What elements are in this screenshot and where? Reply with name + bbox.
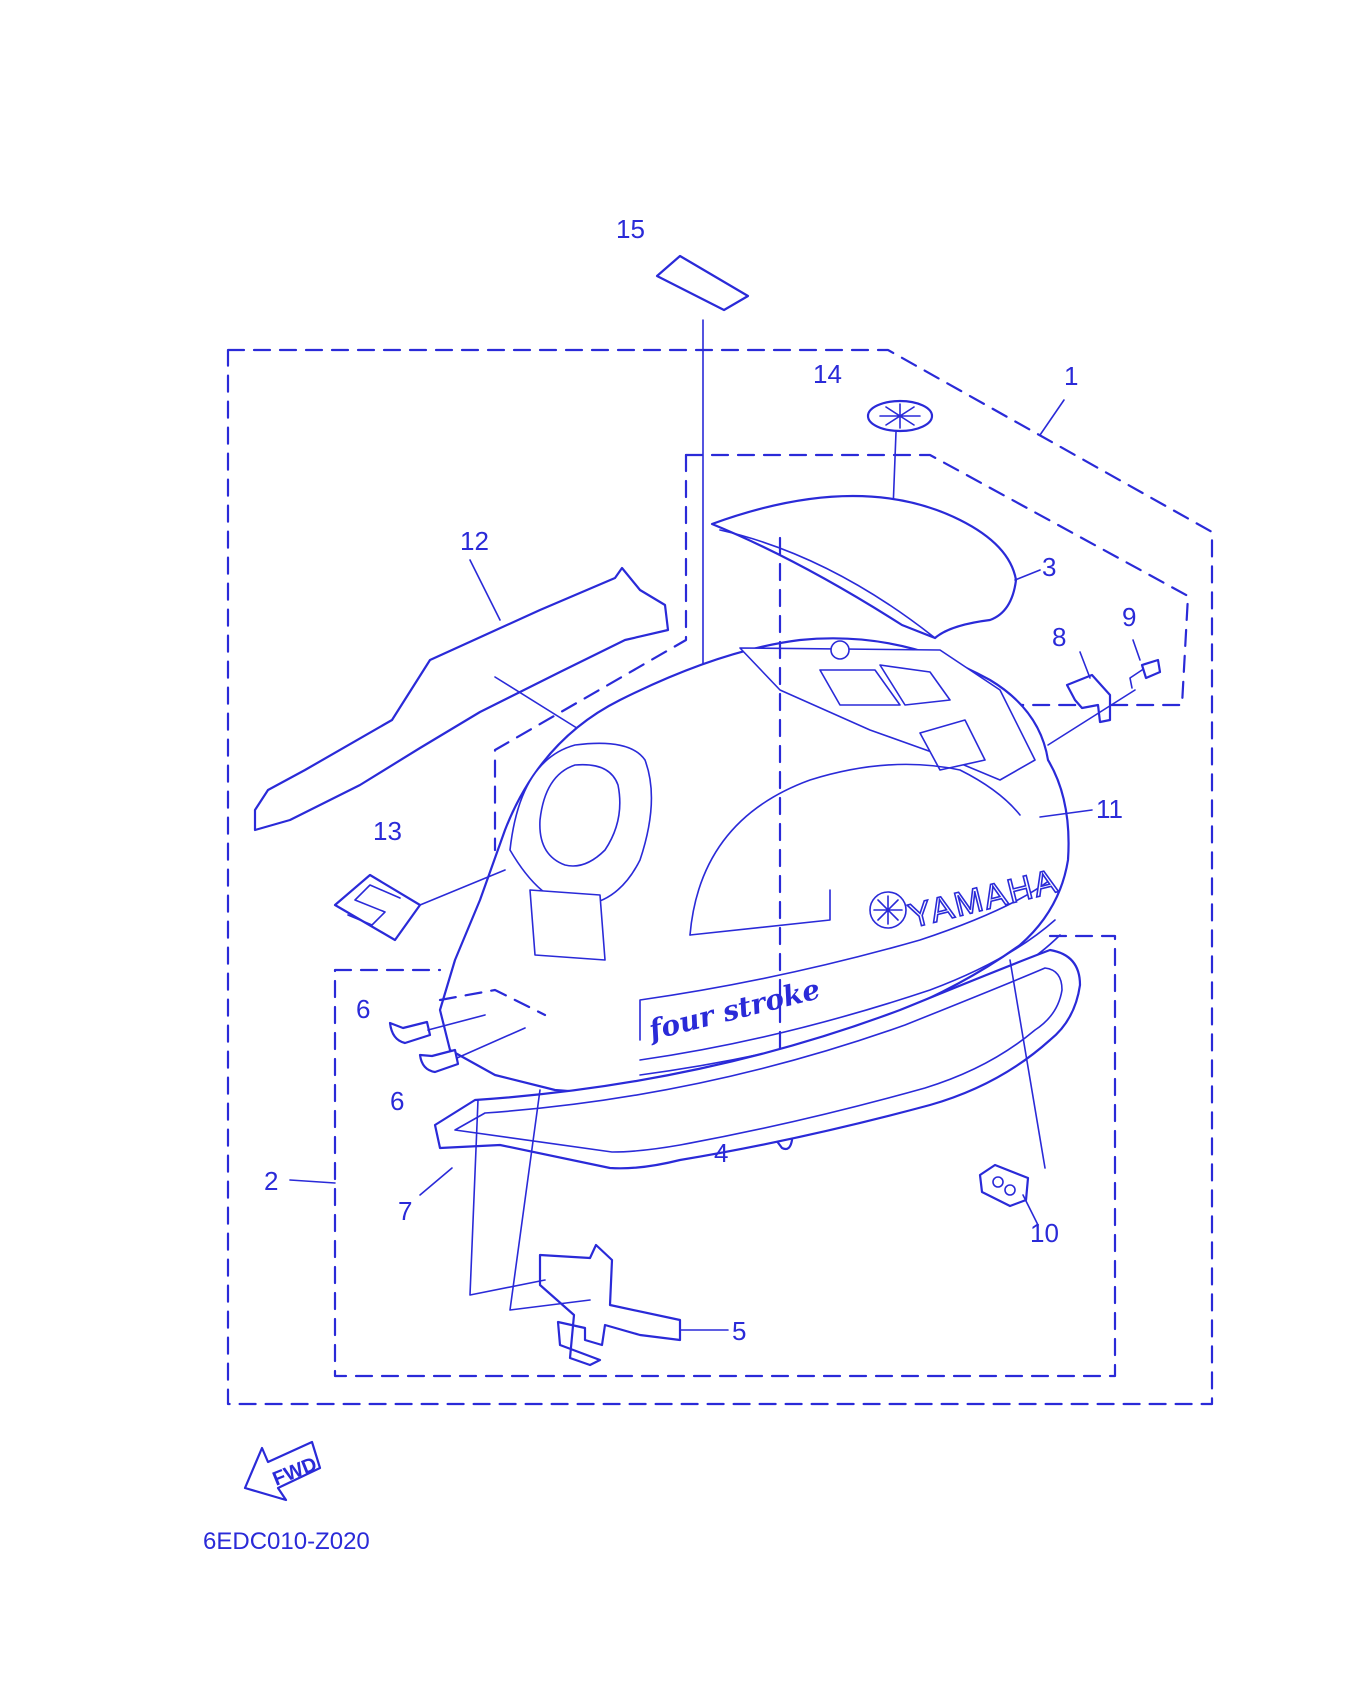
leader-2: [289, 1179, 336, 1184]
callout-6-upper: 6: [356, 994, 370, 1024]
screw-9-shank: [1129, 669, 1143, 689]
part-7-seal: [433, 948, 1082, 1170]
cowling-boss: [830, 640, 850, 660]
part-15-label: [655, 254, 750, 312]
callout-8: 8: [1052, 622, 1066, 652]
leader-8: [1079, 651, 1091, 679]
leader-1: [1039, 399, 1065, 436]
clip-10-hole: [992, 1176, 1004, 1188]
part-3-top-cover: [710, 494, 1018, 640]
leader-6-upper: [427, 1014, 486, 1031]
fwd-arrow-icon: [243, 1440, 322, 1502]
callout-5: 5: [732, 1316, 746, 1346]
callout-3: 3: [1042, 552, 1056, 582]
leader-3: [1014, 569, 1041, 581]
subassembly-2-boundary: [333, 934, 1117, 1378]
emblem-14-mark: [879, 403, 921, 429]
subassembly-3-boundary: [684, 453, 1190, 707]
leader-10: [1022, 1194, 1039, 1226]
part-6-screw-upper: [388, 1020, 432, 1045]
seal-7-inner: [454, 967, 1063, 1153]
drawing-code: 6EDC010-Z020: [203, 1528, 370, 1555]
callout-1: 1: [1064, 361, 1078, 391]
cowling-stripe-band: [639, 879, 1051, 1041]
decal-13-glyph: [347, 884, 401, 926]
subassembly-3-boundary-left: [493, 453, 688, 852]
callout-4: 4: [714, 1138, 728, 1168]
leader-11: [1039, 809, 1093, 818]
top-cover-3-edge: [719, 529, 936, 639]
leader-9-label: [1132, 639, 1141, 661]
callout-6-lower: 6: [390, 1086, 404, 1116]
cowling-slot-2: [879, 664, 951, 706]
leader-6-dashed: [438, 988, 547, 1017]
cowling-intake: [539, 763, 621, 867]
cowling-side-panel: [689, 763, 1021, 936]
part-13-decal: [333, 873, 422, 942]
part-6-screw-lower: [418, 1048, 460, 1074]
cowling-vent: [529, 889, 606, 961]
leader-12b: [494, 676, 581, 731]
cowling-latch: [919, 719, 986, 771]
callout-2: 2: [264, 1166, 278, 1196]
part-9-screw: [1140, 658, 1162, 680]
cowling-side-panel-bottom: [689, 889, 831, 936]
callout-13: 13: [373, 816, 402, 846]
part-8-bracket: [1065, 673, 1112, 724]
part-10-clip: [978, 1163, 1030, 1208]
assembly-1-boundary: [226, 348, 1214, 1406]
clip-10-hole-2: [1004, 1184, 1016, 1196]
callout-12: 12: [460, 526, 489, 556]
cowling-slot: [819, 669, 901, 706]
callout-14: 14: [813, 359, 842, 389]
leader-10-guide: [1009, 959, 1046, 1169]
part-5-bracket: [538, 1243, 682, 1367]
cowling-stripe-band-2: [639, 919, 1056, 1061]
callout-11: 11: [1096, 794, 1123, 824]
leader-5-lines: [469, 1089, 591, 1311]
callout-10: 10: [1030, 1218, 1059, 1248]
callout-15: 15: [616, 214, 645, 244]
leader-7: [419, 1167, 453, 1196]
leader-14: [892, 431, 897, 511]
leader-9: [1047, 689, 1136, 746]
leader-13: [419, 869, 506, 906]
yamaha-logo-tuning-forks: [873, 895, 903, 925]
part-12-decal: [253, 566, 670, 832]
leader-12: [469, 559, 501, 621]
leader-6-lower: [456, 1027, 526, 1059]
callout-9: 9: [1122, 602, 1136, 632]
callout-7: 7: [398, 1196, 412, 1226]
